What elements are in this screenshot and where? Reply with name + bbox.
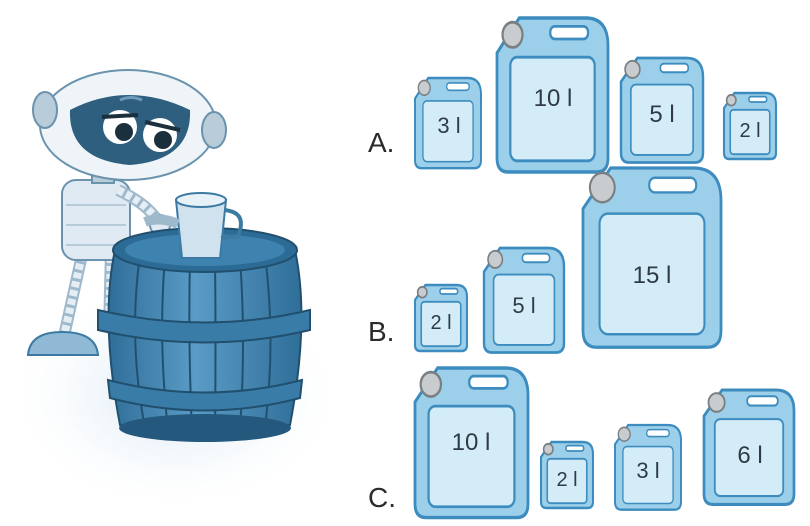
option-b-label: B. [368, 316, 395, 347]
jerrycan-icon [581, 166, 723, 349]
jerrycan-icon [414, 76, 482, 170]
jerrycan-icon [614, 423, 682, 511]
jerrycan-icon [413, 283, 469, 353]
can-capacity-label: 3 l [437, 113, 460, 138]
option-c-cans [413, 366, 796, 520]
can-capacity-label: 6 l [737, 442, 762, 469]
jerrycan-icon [495, 16, 610, 174]
can-capacity-label: 5 l [512, 293, 535, 318]
jerrycan-icon [722, 91, 778, 161]
can-capacity-label: 10 l [534, 85, 573, 112]
can-capacity-label: 2 l [430, 312, 451, 334]
jerrycan-icon [619, 56, 705, 164]
can-capacity-label: 2 l [556, 469, 577, 491]
can-capacity-label: 5 l [649, 101, 674, 128]
jerrycan-icon [539, 440, 595, 510]
option-b-cans [413, 166, 723, 354]
mug-illustration [143, 192, 243, 259]
can-capacity-label: 2 l [739, 120, 760, 142]
option-a-label: A. [368, 127, 395, 158]
jerrycan-icon [482, 246, 566, 354]
can-capacity-label: 10 l [452, 429, 491, 456]
robot-illustration [26, 69, 227, 356]
option-c-label: C. [368, 482, 396, 513]
can-capacity-label: 3 l [636, 458, 659, 483]
can-capacity-label: 15 l [633, 262, 672, 289]
jerrycan-icon [413, 366, 530, 520]
option-a-cans [414, 16, 778, 174]
barrel-illustration [97, 227, 311, 442]
jerrycan-icon [702, 388, 796, 506]
